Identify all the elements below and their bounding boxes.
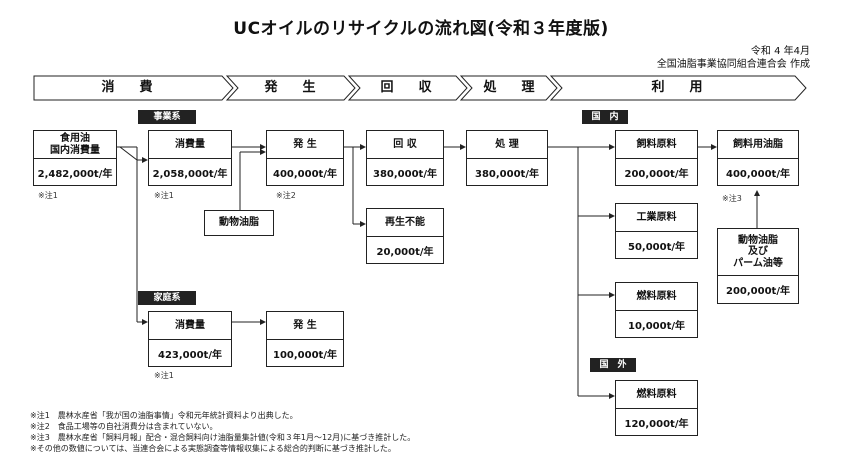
tag-household: 家庭系 bbox=[138, 291, 196, 305]
stage-arrow-processing bbox=[459, 75, 558, 101]
tag-business: 事業系 bbox=[138, 110, 196, 124]
box-feed-material-label: 飼料原料 bbox=[616, 131, 697, 159]
stage-arrow-generation bbox=[225, 75, 356, 101]
box-edible-oil-value: 2,482,000t/年 bbox=[37, 168, 113, 180]
box-collection-value: 380,000t/年 bbox=[373, 168, 437, 180]
stage-arrow-collection bbox=[347, 75, 468, 101]
box-processing-label: 処 理 bbox=[467, 131, 547, 159]
stage-arrow-utilization bbox=[549, 75, 807, 101]
stage-arrow-consumption bbox=[33, 75, 234, 101]
footnote-4: ※その他の数値については、当連合会による実態調査等情報収集による総合的判断に基づ… bbox=[30, 444, 396, 453]
publication-date: 令和 4 年4月 bbox=[750, 46, 810, 57]
box-household-consumption-label: 消費量 bbox=[149, 312, 231, 340]
box-fuel-domestic-label: 燃料原料 bbox=[616, 283, 697, 311]
box-not-recyclable-value: 20,000t/年 bbox=[376, 246, 434, 258]
box-feed-material: 飼料原料 200,000t/年 bbox=[615, 130, 698, 186]
footnote-1: ※注1 農林水産省「我が国の油脂事情」令和元年統計資料より出典した。 bbox=[30, 411, 298, 420]
box-household-generation-label: 発 生 bbox=[267, 312, 343, 340]
box-fuel-domestic: 燃料原料 10,000t/年 bbox=[615, 282, 698, 338]
box-business-generation-label: 発 生 bbox=[267, 131, 343, 159]
box-feed-oil: 飼料用油脂 400,000t/年 bbox=[717, 130, 799, 186]
footnote-2: ※注2 食品工場等の自社消費分は含まれていない。 bbox=[30, 422, 218, 431]
box-processing-value: 380,000t/年 bbox=[475, 168, 539, 180]
stage-generation: 発 生 bbox=[264, 80, 322, 95]
box-feed-material-value: 200,000t/年 bbox=[624, 168, 689, 180]
box-business-consumption: 消費量 2,058,000t/年 bbox=[148, 130, 232, 186]
note-1-edible: ※注1 bbox=[38, 191, 58, 200]
box-business-consumption-value: 2,058,000t/年 bbox=[152, 168, 228, 180]
publisher: 全国油脂事業協同組合連合会 作成 bbox=[656, 59, 810, 70]
box-fuel-overseas: 燃料原料 120,000t/年 bbox=[615, 380, 698, 436]
stage-collection: 回 収 bbox=[380, 80, 438, 95]
stage-processing: 処 理 bbox=[483, 80, 541, 95]
box-fuel-domestic-value: 10,000t/年 bbox=[627, 320, 686, 332]
note-3: ※注3 bbox=[722, 194, 742, 203]
box-fuel-overseas-label: 燃料原料 bbox=[616, 381, 697, 409]
stage-consumption: 消 費 bbox=[101, 80, 159, 95]
box-business-generation-value: 400,000t/年 bbox=[273, 168, 337, 180]
box-business-consumption-label: 消費量 bbox=[149, 131, 231, 159]
box-edible-oil: 食用油 国内消費量 2,482,000t/年 bbox=[33, 130, 117, 186]
box-animal-fat: 動物油脂 bbox=[204, 210, 274, 236]
box-processing: 処 理 380,000t/年 bbox=[466, 130, 548, 186]
box-industrial: 工業原料 50,000t/年 bbox=[615, 203, 698, 259]
box-collection: 回 収 380,000t/年 bbox=[366, 130, 444, 186]
box-fuel-overseas-value: 120,000t/年 bbox=[624, 418, 689, 430]
box-collection-label: 回 収 bbox=[367, 131, 443, 159]
box-household-generation-value: 100,000t/年 bbox=[273, 349, 337, 361]
box-animal-palm: 動物油脂 及び パーム油等 200,000t/年 bbox=[717, 228, 799, 304]
box-animal-palm-label: 動物油脂 及び パーム油等 bbox=[718, 229, 798, 276]
box-feed-oil-value: 400,000t/年 bbox=[726, 168, 790, 180]
box-household-generation: 発 生 100,000t/年 bbox=[266, 311, 344, 367]
stage-utilization: 利 用 bbox=[651, 80, 709, 95]
box-animal-palm-value: 200,000t/年 bbox=[726, 286, 790, 297]
note-1-business: ※注1 bbox=[154, 191, 174, 200]
box-not-recyclable: 再生不能 20,000t/年 bbox=[366, 208, 444, 264]
box-industrial-label: 工業原料 bbox=[616, 204, 697, 232]
box-edible-oil-label: 食用油 国内消費量 bbox=[34, 131, 116, 159]
box-not-recyclable-label: 再生不能 bbox=[367, 209, 443, 237]
note-2: ※注2 bbox=[276, 191, 296, 200]
footnote-3: ※注3 農林水産省「飼料月報」配合・混合飼料向け油脂量集計値(令和３年1月～12… bbox=[30, 433, 416, 442]
note-1-household: ※注1 bbox=[154, 371, 174, 380]
box-household-consumption-value: 423,000t/年 bbox=[158, 349, 222, 361]
tag-domestic: 国 内 bbox=[582, 110, 628, 124]
tag-overseas: 国 外 bbox=[590, 358, 636, 372]
box-feed-oil-label: 飼料用油脂 bbox=[718, 131, 798, 159]
box-household-consumption: 消費量 423,000t/年 bbox=[148, 311, 232, 367]
box-industrial-value: 50,000t/年 bbox=[627, 241, 686, 253]
page-title: UCオイルのリサイクルの流れ図(令和３年度版) bbox=[233, 19, 609, 39]
box-business-generation: 発 生 400,000t/年 bbox=[266, 130, 344, 186]
